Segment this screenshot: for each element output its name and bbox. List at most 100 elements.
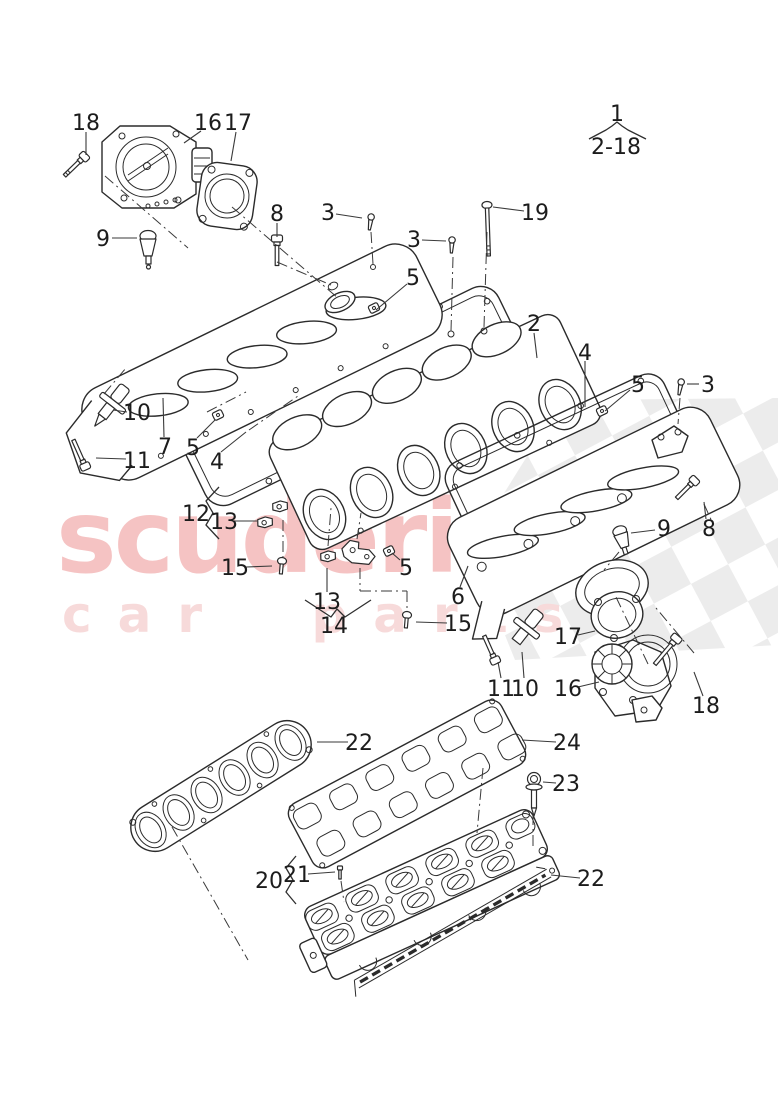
callout-22: 22 <box>345 731 373 756</box>
axis-line <box>231 206 339 299</box>
throttle-body-top <box>101 125 213 209</box>
leader-5 <box>604 389 631 412</box>
leader-15 <box>245 565 273 568</box>
leader-6 <box>459 565 469 588</box>
leader-16 <box>577 681 600 688</box>
leader-11 <box>497 661 502 679</box>
leader-10 <box>112 409 128 413</box>
nut-5-top <box>367 302 381 314</box>
bolt-8-left <box>270 234 284 267</box>
leader-22 <box>550 874 581 879</box>
stud-19 <box>481 200 493 257</box>
axis-line <box>276 261 332 286</box>
screw-23 <box>525 771 543 817</box>
port-gasket-strip <box>129 719 313 853</box>
bolt-18-top <box>62 150 91 178</box>
callout-7: 7 <box>158 435 172 460</box>
callout-14: 14 <box>320 614 348 639</box>
callout-15: 15 <box>444 612 472 637</box>
assembly-range: 2-18 <box>591 135 641 160</box>
bolt-boss <box>447 330 455 338</box>
leader-7 <box>162 397 165 438</box>
nut-5b <box>382 545 396 557</box>
axis-line <box>103 367 127 395</box>
callout-16: 16 <box>554 677 582 702</box>
axis-line <box>171 826 249 961</box>
sensor-10-right <box>511 608 544 646</box>
axis-line <box>327 507 332 547</box>
screw-3c <box>677 378 685 396</box>
axis-line <box>655 607 695 654</box>
bolt-11-left <box>71 438 92 472</box>
brace-assembly-1 <box>588 121 647 140</box>
axis-line <box>370 231 374 265</box>
leader-5 <box>375 283 408 311</box>
callout-19: 19 <box>521 201 549 226</box>
brace-12 <box>205 486 220 540</box>
axis-line <box>340 880 345 903</box>
callout-18: 18 <box>72 111 100 136</box>
bolt-8-right <box>674 474 701 501</box>
vent-valve-9-left <box>139 229 157 270</box>
leader-5 <box>391 552 401 561</box>
bolt-18-right <box>652 632 683 667</box>
callout-16: 16 <box>194 111 222 136</box>
leader-24 <box>521 739 557 743</box>
leader-11 <box>95 457 127 460</box>
axis-line <box>476 767 484 834</box>
callout-4: 4 <box>578 341 592 366</box>
callout-4: 4 <box>210 450 224 475</box>
screw-21 <box>336 865 344 880</box>
vent-valve-9-right <box>612 525 630 556</box>
manifold-right-flange <box>651 425 689 459</box>
brace-20 <box>285 855 297 905</box>
throttle-gasket-top <box>196 161 258 231</box>
axis-line <box>603 551 620 571</box>
leader-4 <box>220 431 247 453</box>
bolt-boss <box>370 264 376 270</box>
callout-11: 11 <box>487 677 515 702</box>
axis-line <box>356 512 362 540</box>
leader-15 <box>415 621 448 624</box>
rail-gasket-strip <box>353 866 556 997</box>
clip-13b <box>257 516 274 529</box>
leader-5 <box>196 419 216 439</box>
callout-3: 3 <box>701 373 715 398</box>
screw-15b <box>401 610 413 629</box>
callout-22: 22 <box>577 867 605 892</box>
sensor-10-left <box>94 383 130 427</box>
leader-17 <box>230 131 237 162</box>
callout-24: 24 <box>553 731 581 756</box>
leader-9 <box>630 529 656 534</box>
bracket-14 <box>341 539 376 565</box>
leader-19 <box>492 206 525 212</box>
screw-3b <box>448 236 456 254</box>
callout-11: 11 <box>123 449 151 474</box>
callout-5: 5 <box>399 556 413 581</box>
callout-17: 17 <box>554 625 582 650</box>
leader-16 <box>183 130 202 144</box>
leader-10 <box>521 651 525 679</box>
callout-3: 3 <box>321 201 335 226</box>
callout-21: 21 <box>283 863 311 888</box>
leader-18 <box>693 671 704 697</box>
callout-13: 13 <box>313 590 341 615</box>
throttle-gasket-right <box>590 591 644 642</box>
cover-inlet-boss-inner <box>330 294 350 310</box>
callout-23: 23 <box>552 772 580 797</box>
callout-6: 6 <box>451 585 465 610</box>
callout-15: 15 <box>221 556 249 581</box>
callout-9: 9 <box>657 517 671 542</box>
leader-17 <box>577 630 596 636</box>
axis-line <box>615 596 649 665</box>
callout-18: 18 <box>692 694 720 719</box>
throttle-body-right <box>591 634 678 723</box>
axis-line <box>206 391 247 413</box>
callout-13: 13 <box>210 510 238 535</box>
clip-13a <box>272 500 289 513</box>
callout-8: 8 <box>270 202 284 227</box>
callout-10: 10 <box>123 401 151 426</box>
